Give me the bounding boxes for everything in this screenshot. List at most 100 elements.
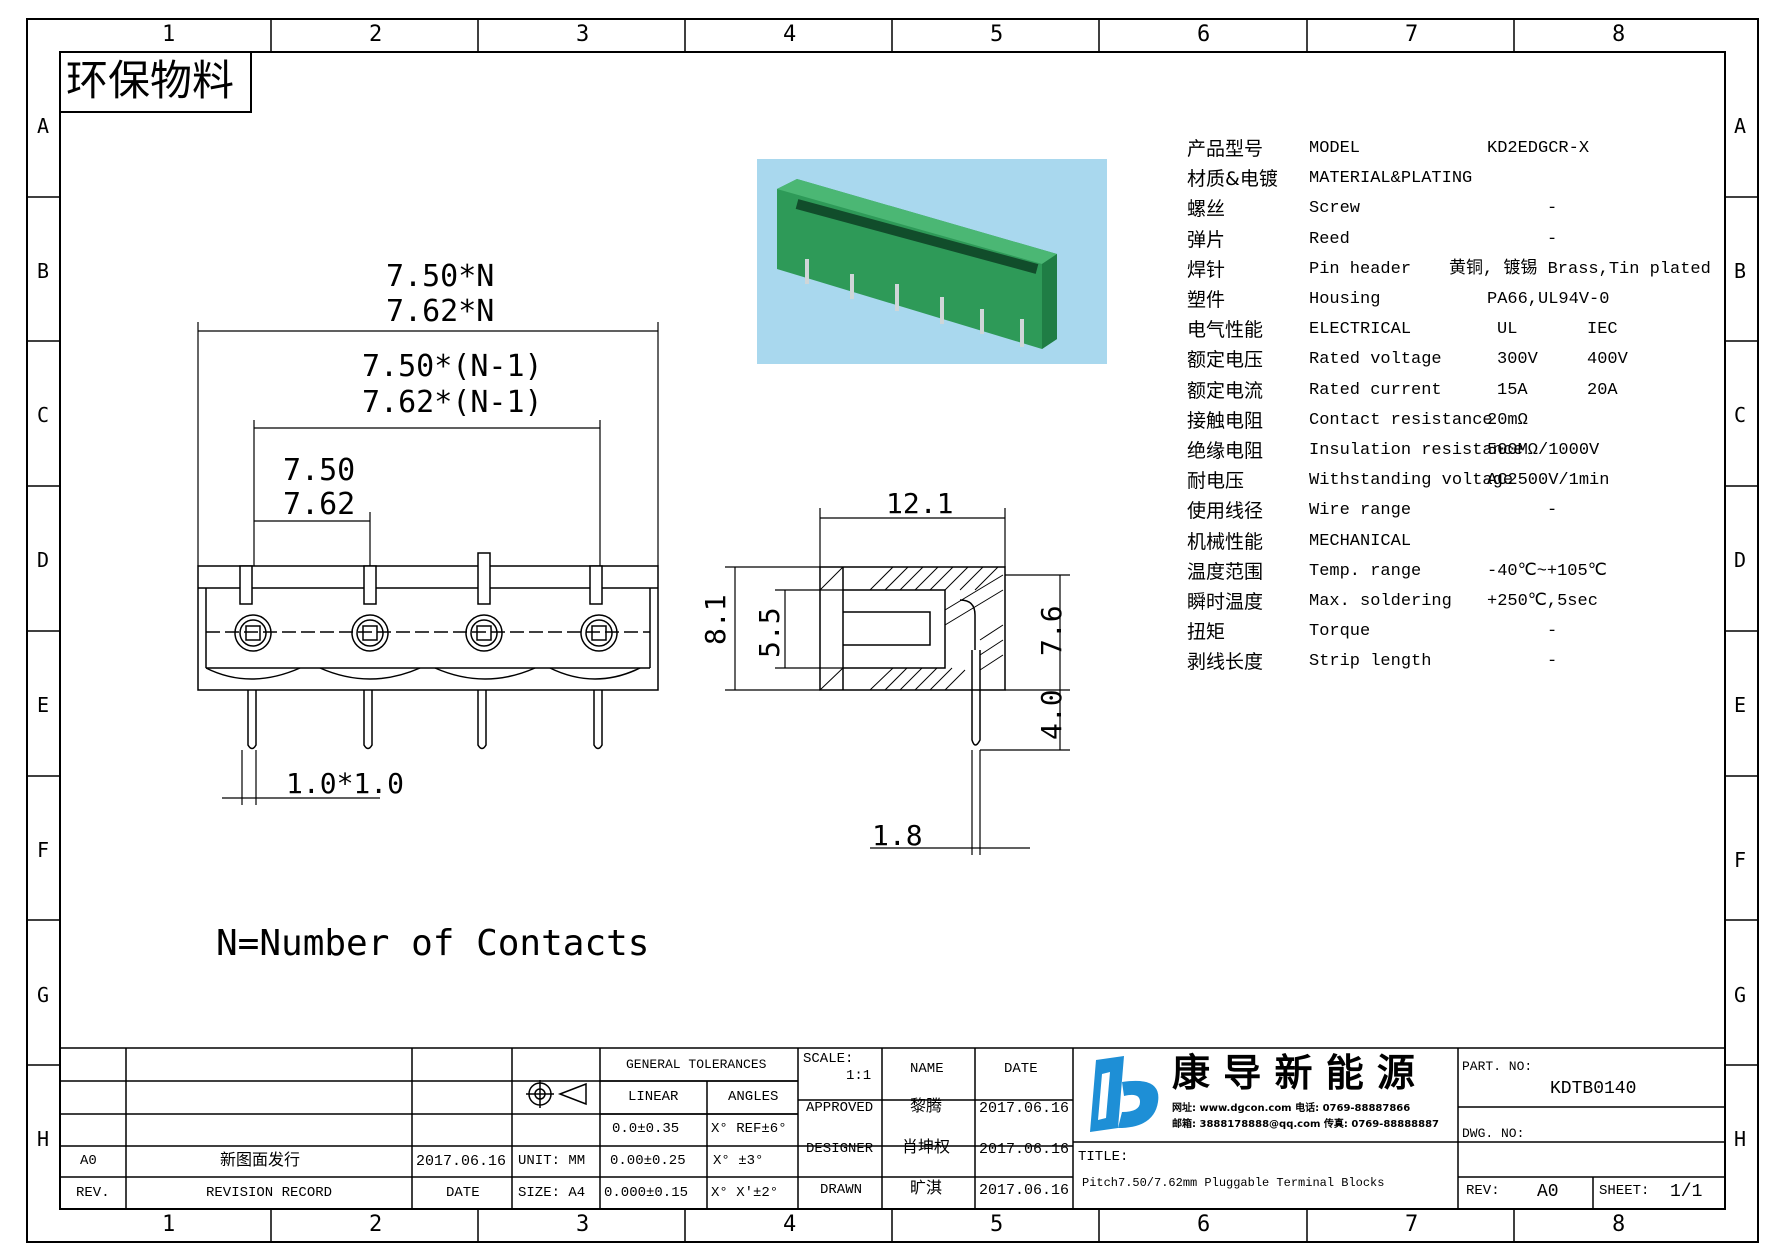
angles-label: ANGLES <box>728 1089 779 1105</box>
col-label-8: 8 <box>1612 22 1626 47</box>
spec-en-label: Housing <box>1309 290 1381 309</box>
side-dims <box>725 508 1070 855</box>
spec-value: -40℃~+105℃ <box>1487 561 1607 581</box>
row-label-b: B <box>37 259 50 283</box>
spec-en-label: Insulation resistance <box>1309 441 1524 460</box>
front-view <box>197 565 659 691</box>
dim-span-b: 7.62*(N-1) <box>362 385 543 420</box>
col-label-3b: 3 <box>576 1212 590 1237</box>
drawing-title: Pitch7.50/7.62mm Pluggable Terminal Bloc… <box>1082 1176 1385 1190</box>
row-label-d-r: D <box>1734 548 1747 572</box>
dim-right-h: 7.6 <box>1035 605 1068 656</box>
spec-cn-label: 额定电流 <box>1187 379 1264 402</box>
col-label-1b: 1 <box>162 1212 176 1237</box>
rev-label-2: REV: <box>1466 1183 1500 1199</box>
dim-width: 12.1 <box>886 487 954 520</box>
spec-en-label: Rated voltage <box>1309 350 1442 370</box>
company-contact-2: 邮箱: 3888178888@qq.com 传真: 0769-88888887 <box>1172 1119 1440 1130</box>
title-block-grid <box>60 1047 1725 1209</box>
spec-cn-label: 焊针 <box>1187 258 1226 281</box>
spec-cn-label: 螺丝 <box>1187 198 1226 221</box>
rev-desc: 新图面发行 <box>220 1150 301 1169</box>
spec-value: - <box>1547 229 1558 249</box>
row-label-b-r: B <box>1734 259 1747 283</box>
row-label-c-r: C <box>1734 403 1747 427</box>
designer-label: DESIGNER <box>806 1141 874 1157</box>
spec-en-label: MODEL <box>1309 139 1361 158</box>
spec-en-label: Reed <box>1309 229 1350 249</box>
spec-cn-label: 塑件 <box>1187 289 1226 311</box>
spec-en-label: Torque <box>1309 622 1371 642</box>
spec-value: 500MΩ/1000V <box>1487 441 1600 460</box>
tol-lin-1: 0.0±0.35 <box>612 1121 680 1137</box>
col-label-5: 5 <box>990 22 1004 47</box>
spec-cn-label: 接触电阻 <box>1187 409 1264 432</box>
spec-value-2: IEC <box>1587 320 1618 340</box>
tol-lin-2: 0.00±0.25 <box>610 1153 686 1169</box>
rev-value: A0 <box>1537 1182 1559 1202</box>
drawn-date: 2017.06.16 <box>979 1182 1070 1199</box>
dim-overall-a: 7.50*N <box>386 259 495 294</box>
col-label-7: 7 <box>1405 22 1419 47</box>
unit: UNIT: MM <box>518 1153 586 1169</box>
spec-cn-label: 材质&电镀 <box>1187 168 1278 191</box>
row-label-e: E <box>37 693 50 717</box>
spec-value-1: 300V <box>1497 350 1538 370</box>
company-logo <box>1088 1054 1164 1134</box>
spec-value: AC2500V/1min <box>1487 471 1610 491</box>
tol-ang-2: X° ±3° <box>713 1153 764 1169</box>
spec-en-label: ELECTRICAL <box>1309 320 1412 340</box>
part-no: KDTB0140 <box>1550 1079 1637 1099</box>
spec-value: +250℃,5sec <box>1487 592 1598 611</box>
dim-inner: 5.5 <box>753 607 786 658</box>
date-label-2: DATE <box>1004 1061 1038 1077</box>
spec-cn-label: 温度范围 <box>1187 560 1264 583</box>
spec-en-label: Temp. range <box>1309 561 1422 581</box>
eco-label: 环保物料 <box>66 56 235 105</box>
spec-value: - <box>1547 199 1558 219</box>
spec-value: 20mΩ <box>1487 410 1528 430</box>
col-label-4b: 4 <box>783 1212 797 1237</box>
col-label-6b: 6 <box>1197 1212 1211 1237</box>
side-view <box>819 566 1006 746</box>
dim-span-a: 7.50*(N-1) <box>362 349 543 384</box>
spec-en-label: Contact resistance <box>1309 410 1493 430</box>
tol-ang-3: X° X'±2° <box>711 1185 779 1201</box>
spec-cn-label: 使用线径 <box>1187 500 1264 523</box>
col-label-5b: 5 <box>990 1212 1004 1237</box>
spec-value-2: 20A <box>1587 380 1618 400</box>
rev-code: A0 <box>80 1153 97 1169</box>
product-photo <box>757 159 1107 364</box>
drawn-name: 旷淇 <box>910 1178 943 1197</box>
spec-value: KD2EDGCR-X <box>1487 139 1590 158</box>
row-label-d: D <box>37 548 50 572</box>
sheet-label: SHEET: <box>1599 1183 1650 1199</box>
front-dims <box>197 322 659 805</box>
spec-cn-label: 额定电压 <box>1187 349 1264 372</box>
approved-name: 黎腾 <box>910 1096 943 1115</box>
designer-date: 2017.06.16 <box>979 1141 1070 1158</box>
spec-value: - <box>1547 652 1558 672</box>
col-label-4: 4 <box>783 22 797 47</box>
dim-height: 8.1 <box>699 594 732 645</box>
row-label-g: G <box>37 983 50 1007</box>
spec-cn-label: 电气性能 <box>1187 319 1264 342</box>
col-label-1: 1 <box>162 22 176 47</box>
contacts-note: N=Number of Contacts <box>216 923 650 964</box>
spec-value: - <box>1547 501 1558 521</box>
dim-pitch-a: 7.50 <box>283 453 356 488</box>
company-name: 康 导 新 能 源 <box>1172 1051 1415 1095</box>
col-label-6: 6 <box>1197 22 1211 47</box>
dim-pin: 1.0*1.0 <box>286 767 405 800</box>
scale-value: 1:1 <box>846 1068 872 1084</box>
row-label-h: H <box>37 1127 50 1151</box>
spec-en-label: Screw <box>1309 199 1361 219</box>
col-label-7b: 7 <box>1405 1212 1419 1237</box>
general-tolerances: GENERAL TOLERANCES <box>626 1057 767 1072</box>
tol-lin-3: 0.000±0.15 <box>604 1185 689 1201</box>
spec-value: PA66,UL94V-0 <box>1487 290 1610 309</box>
row-label-a-r: A <box>1734 114 1747 138</box>
approved-label: APPROVED <box>806 1100 874 1116</box>
approved-date: 2017.06.16 <box>979 1100 1070 1117</box>
